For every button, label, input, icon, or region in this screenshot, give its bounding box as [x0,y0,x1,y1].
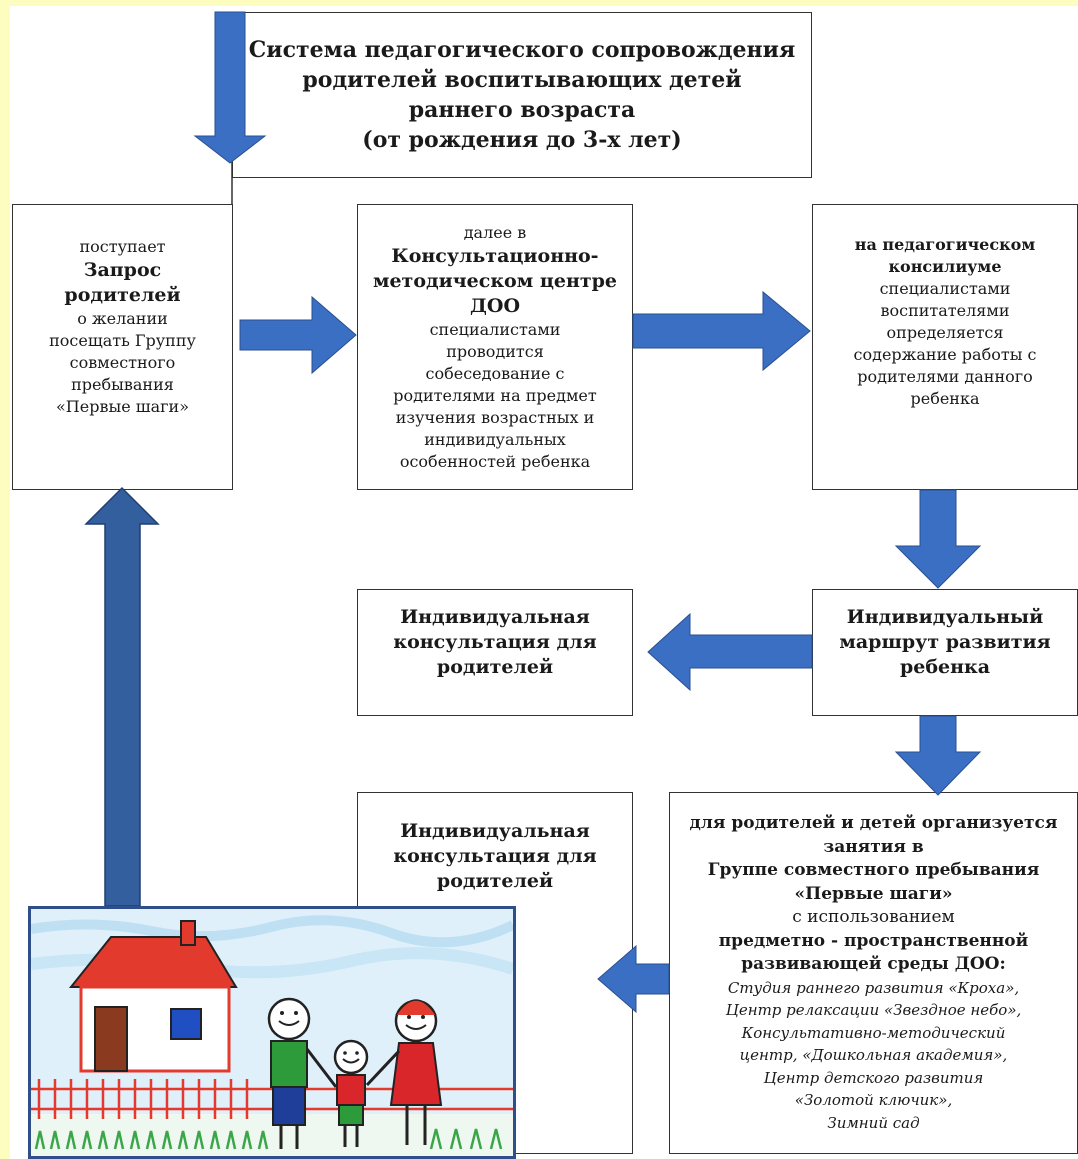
child-figure-icon [333,1039,369,1147]
box3-line-7: родителями данного [857,367,1033,386]
box6-line-1: Индивидуальная [400,820,590,842]
child-drawing-image [28,906,516,1159]
house-door-icon [94,1006,128,1072]
box1-line-4: о желании [77,309,168,328]
box7-line-6: предметно - пространственной [718,930,1029,951]
box1-line-7: пребывания [71,375,174,394]
box7-line-1: для родителей и детей организуется [689,813,1058,833]
parent-request-box: поступает Запрос родителей о желании пос… [12,204,233,490]
individual-route-box: Индивидуальный маршрут развития ребенка [812,589,1078,716]
box3-line-4: воспитателями [880,301,1010,320]
box1-line-3: родителей [64,284,181,306]
box7-line-4: «Первые шаги» [794,883,953,904]
box2-line-1: далее в [463,222,527,242]
box1-line-2: Запрос [83,259,162,281]
down-arrow-2 [894,489,982,589]
group-activities-box: для родителей и детей организуется занят… [669,792,1078,1154]
box4-line-1: Индивидуальный [846,606,1044,628]
title-line-3: раннего возраста [408,97,636,123]
box1-line-1: поступает [79,237,166,256]
box1-line-8: «Первые шаги» [56,397,189,416]
box2-line-4: ДОО [470,294,520,317]
box7-line-14: Зимний сад [827,1113,920,1132]
right-arrow-2 [632,290,811,372]
box2-line-6: проводится [446,341,544,361]
box4-line-2: маршрут развития [839,631,1051,653]
individual-consultation-box-upper: Индивидуальная консультация для родителе… [357,589,633,716]
pedagogical-council-box: на педагогическом консилиуме специалиста… [812,204,1078,490]
up-arrow-large [84,486,160,907]
box3-line-3: специалистами [879,279,1011,298]
box4-line-3: ребенка [899,656,991,678]
house-chimney-icon [180,920,196,946]
box2-line-5: специалистами [429,319,561,339]
house-window-icon [170,1008,202,1040]
box7-line-3: Группе совместного пребывания [707,860,1040,880]
father-figure-icon [267,997,338,1149]
box2-line-9: изучения возрастных и [395,407,595,427]
box6-line-3: родителей [436,870,554,892]
box2-line-3: методическом центре [372,269,618,292]
box7-line-11: центр, «Дошкольная академия», [739,1046,1008,1064]
box5-line-1: Индивидуальная [400,606,590,628]
box3-line-2: консилиуме [888,257,1002,276]
house-family-drawing [31,909,513,1156]
box3-line-6: содержание работы с [853,345,1037,364]
box7-line-9: Центр релаксации «Звездное небо», [725,1001,1022,1019]
box3-line-5: определяется [886,323,1004,342]
left-arrow-2 [597,944,670,1014]
box3-line-8: ребенка [910,389,980,408]
box3-line-1: на педагогическом [854,235,1036,254]
mother-figure-icon [365,999,443,1145]
box2-line-7: собеседование с [425,363,565,383]
box1-line-5: посещать Группу [49,331,196,350]
left-arrow-1 [647,612,813,692]
box7-line-8: Студия раннего развития «Кроха», [727,978,1020,997]
box1-line-6: совместного [69,353,176,372]
down-arrow-3 [894,715,982,796]
box7-line-5: с использованием [792,907,955,927]
box7-line-10: Консультативно-методический [741,1023,1006,1042]
box7-line-7: развивающей среды ДОО: [741,954,1006,974]
right-arrow-1 [239,295,357,375]
box6-line-2: консультация для [393,845,597,867]
box2-line-11: особенностей ребенка [399,451,591,471]
title-line-2: родителей воспитывающих детей [302,67,742,93]
box5-line-2: консультация для [393,631,597,653]
title-box: Система педагогического сопровождения ро… [232,12,812,178]
box7-line-2: занятия в [823,836,924,857]
box5-line-3: родителей [436,656,554,678]
title-line-1: Система педагогического сопровождения [248,37,796,63]
title-line-4: (от рождения до 3-х лет) [362,127,682,153]
box7-line-13: «Золотой ключик», [794,1091,953,1109]
box2-line-10: индивидуальных [424,429,566,449]
box7-line-12: Центр детского развития [763,1068,984,1087]
consultation-centre-box: далее в Консультационно- методическом це… [357,204,633,490]
box2-line-2: Консультационно- [391,244,599,267]
down-arrow-top [193,11,267,164]
box2-line-8: родителями на предмет [393,385,597,405]
